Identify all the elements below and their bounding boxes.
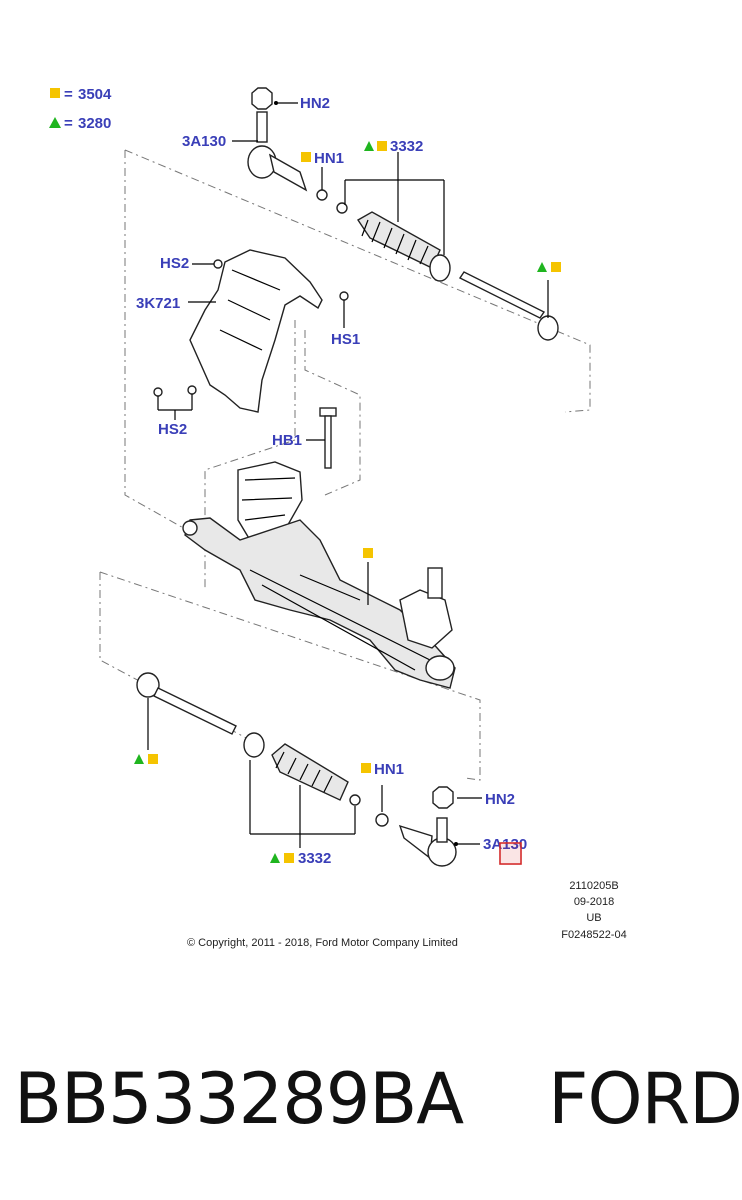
top-boot	[344, 152, 451, 282]
label-hn1-top: HN1	[314, 150, 344, 167]
label-hn2-bottom: HN2	[485, 791, 515, 808]
yellow-square-icon	[363, 548, 373, 558]
top-inner-tie-rod	[458, 262, 561, 341]
heat-shield	[153, 249, 349, 420]
label-hs2-bottom: HS2	[158, 421, 187, 438]
steering-gear-diagram: = 3504 = 3280	[49, 86, 627, 949]
motor-housing	[237, 461, 303, 541]
footer-region: UB	[586, 912, 601, 924]
nut-bottom	[432, 786, 454, 809]
yellow-square-icon	[284, 853, 294, 863]
green-triangle-icon	[270, 853, 280, 863]
yellow-square-icon	[148, 754, 158, 764]
label-tie-rod-end-bottom: 3A130	[483, 836, 527, 853]
label-hn1-bottom: HN1	[374, 761, 404, 778]
bolt-hb1	[306, 407, 337, 469]
highlight-fill	[501, 844, 520, 863]
green-triangle-icon	[134, 754, 144, 764]
boot-clamp-bottom	[243, 732, 265, 758]
pinion-shaft	[427, 567, 443, 599]
shield-body	[189, 249, 323, 413]
green-triangle-icon	[49, 117, 61, 128]
rack-housing	[184, 517, 456, 689]
bottom-inner-tie-rod	[134, 672, 237, 764]
legend: = 3504 = 3280	[49, 86, 112, 132]
label-boot-top: 3332	[390, 138, 423, 155]
green-triangle-icon	[537, 262, 547, 272]
bottom-tie-rod-end	[375, 785, 482, 867]
stud-top	[256, 111, 268, 143]
bottom-boot	[243, 732, 361, 848]
nut-top	[251, 87, 273, 110]
label-hn2-top: HN2	[300, 95, 330, 112]
legend-square-value: 3504	[78, 86, 112, 103]
tie-rod-arm-top	[268, 153, 308, 192]
highlight-box	[499, 842, 522, 865]
legend-triangle-value: 3280	[78, 115, 111, 132]
footer-copyright: © Copyright, 2011 - 2018, Ford Motor Com…	[187, 937, 458, 949]
part-number-caption: BB533289BA FORD	[14, 1058, 742, 1140]
label-hb1: HB1	[272, 432, 302, 449]
stud-bottom	[436, 817, 448, 843]
yellow-square-icon	[551, 262, 561, 272]
top-tie-rod-end	[232, 87, 348, 214]
label-boot-bottom: 3332	[298, 850, 331, 867]
label-shield: 3K721	[136, 295, 180, 312]
yellow-square-icon	[361, 763, 371, 773]
boot-bottom-body	[271, 743, 349, 801]
footer-date: 09-2018	[574, 896, 614, 908]
label-hs1: HS1	[331, 331, 360, 348]
yellow-square-icon	[377, 141, 387, 151]
pinion-housing	[399, 589, 453, 649]
label-tie-rod-end-top: 3A130	[182, 133, 226, 150]
tie-rod-arm-bottom	[398, 824, 433, 860]
legend-equals-1: =	[64, 86, 73, 103]
footer-figure: F0248522-04	[561, 929, 626, 941]
label-hs2-top: HS2	[160, 255, 189, 272]
explode-lines	[99, 149, 591, 781]
legend-equals-2: =	[64, 115, 73, 132]
boot-top-body	[357, 211, 441, 269]
steering-rack	[182, 461, 456, 689]
yellow-square-icon	[301, 152, 311, 162]
boot-clamp-top	[429, 254, 451, 282]
footer-code: 2110205B	[569, 880, 618, 892]
yellow-square-icon	[50, 88, 60, 98]
green-triangle-icon	[364, 141, 374, 151]
